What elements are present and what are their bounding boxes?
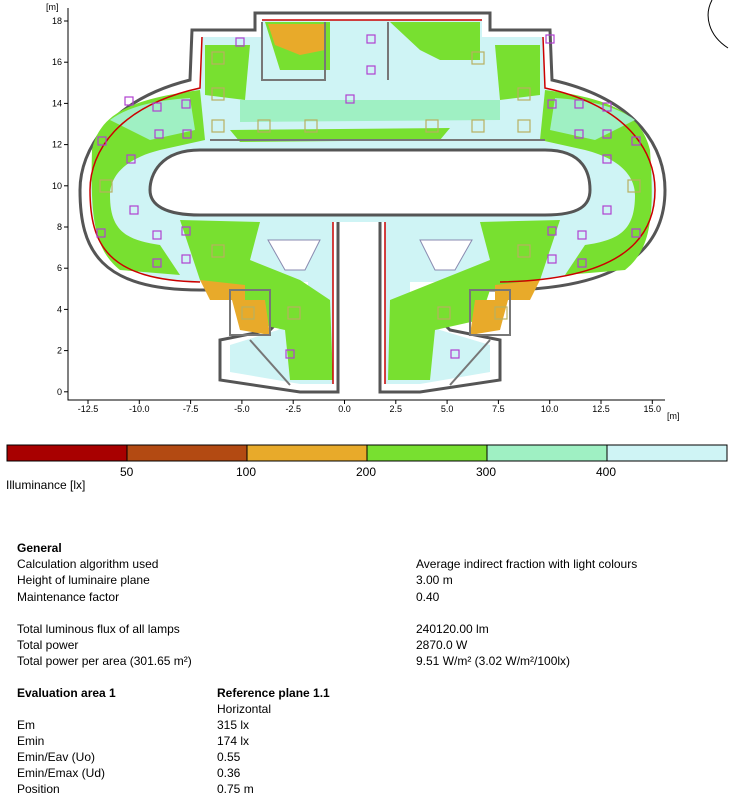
y-tick-label: 8 bbox=[57, 222, 62, 232]
x-tick-label: -7.5 bbox=[183, 404, 199, 414]
general-label: Total power bbox=[17, 638, 79, 652]
x-tick-label: 0.0 bbox=[338, 404, 351, 414]
y-tick-label: 18 bbox=[52, 16, 62, 26]
legend-swatch bbox=[366, 444, 488, 462]
legend-swatch bbox=[6, 444, 128, 462]
general-label: Maintenance factor bbox=[17, 590, 120, 604]
y-tick-label: 14 bbox=[52, 98, 62, 108]
eval-value: 174 lx bbox=[217, 734, 250, 748]
x-tick-label: 2.5 bbox=[390, 404, 403, 414]
x-tick-label: 10.0 bbox=[541, 404, 559, 414]
y-tick-label: 6 bbox=[57, 263, 62, 273]
eval-label: Emin/Eav (Uo) bbox=[17, 750, 96, 764]
y-tick-label: 4 bbox=[57, 304, 62, 314]
legend-tick: 50 bbox=[120, 465, 134, 479]
y-tick-label: 0 bbox=[57, 387, 62, 397]
general-label: Total power per area (301.65 m²) bbox=[17, 654, 192, 668]
legend-tick: 200 bbox=[356, 465, 377, 479]
x-tick-label: -2.5 bbox=[285, 404, 301, 414]
illuminance-legend: 50 100 200 300 400 Illuminance [lx] bbox=[6, 444, 728, 494]
x-tick-label: 15.0 bbox=[644, 404, 662, 414]
plot-axes bbox=[64, 8, 665, 404]
x-axis-unit: [m] bbox=[667, 411, 680, 421]
general-label: Total luminous flux of all lamps bbox=[17, 622, 180, 636]
x-tick-label: -10.0 bbox=[129, 404, 150, 414]
legend-title: Illuminance [lx] bbox=[6, 478, 86, 492]
eval-value: 0.55 bbox=[217, 750, 241, 764]
eval-value: 315 lx bbox=[217, 718, 250, 732]
eval-label: Position bbox=[17, 782, 60, 796]
general-value: 9.51 W/m² (3.02 W/m²/100lx) bbox=[416, 654, 571, 668]
general-heading: General bbox=[17, 541, 62, 555]
general-value: 0.40 bbox=[416, 590, 440, 604]
legend-swatch bbox=[246, 444, 368, 462]
legend-color-bar bbox=[6, 444, 728, 462]
illuminance-floor-plan: 18 16 14 12 10 8 6 4 2 0 -12.5 -10.0 -7.5 -5.0 -2.5 0.… bbox=[46, 0, 729, 421]
eval-label: Emin/Emax (Ud) bbox=[17, 766, 106, 780]
legend-tick: 400 bbox=[596, 465, 617, 479]
plane-orientation: Horizontal bbox=[217, 702, 272, 716]
red-boundary bbox=[89, 19, 656, 384]
x-tick-label: 7.5 bbox=[492, 404, 505, 414]
building-outline bbox=[78, 11, 667, 394]
general-value: 3.00 m bbox=[416, 573, 453, 587]
x-tick-label: -5.0 bbox=[234, 404, 250, 414]
general-value: 2870.0 W bbox=[416, 638, 468, 652]
legend-swatch bbox=[606, 444, 728, 462]
general-label: Height of luminaire plane bbox=[17, 573, 150, 587]
general-value: 240120.00 lm bbox=[416, 622, 489, 636]
general-label: Calculation algorithm used bbox=[17, 557, 159, 571]
reference-plane-heading: Reference plane 1.1 bbox=[217, 686, 330, 700]
y-tick-label: 2 bbox=[57, 346, 62, 356]
evaluation-heading: Evaluation area 1 bbox=[17, 686, 116, 700]
y-tick-label: 10 bbox=[52, 181, 62, 191]
x-tick-label: -12.5 bbox=[78, 404, 99, 414]
legend-swatch bbox=[126, 444, 248, 462]
y-tick-label: 12 bbox=[52, 140, 62, 150]
y-tick-label: 16 bbox=[52, 57, 62, 67]
corner-arc bbox=[707, 0, 729, 49]
legend-tick: 100 bbox=[236, 465, 257, 479]
luminaire-markers bbox=[96, 34, 641, 359]
eval-label: Emin bbox=[17, 734, 45, 748]
zone-200-300 bbox=[91, 22, 652, 380]
legend-swatch bbox=[486, 444, 608, 462]
y-axis-unit: [m] bbox=[46, 2, 59, 12]
general-value: Average indirect fraction with light col… bbox=[416, 557, 638, 571]
legend-tick: 300 bbox=[476, 465, 497, 479]
zone-300-400 bbox=[110, 98, 635, 140]
x-tick-label: 12.5 bbox=[592, 404, 610, 414]
x-tick-label: 5.0 bbox=[441, 404, 454, 414]
eval-value: 0.36 bbox=[217, 766, 241, 780]
eval-label: Em bbox=[17, 718, 35, 732]
eval-value: 0.75 m bbox=[217, 782, 254, 796]
